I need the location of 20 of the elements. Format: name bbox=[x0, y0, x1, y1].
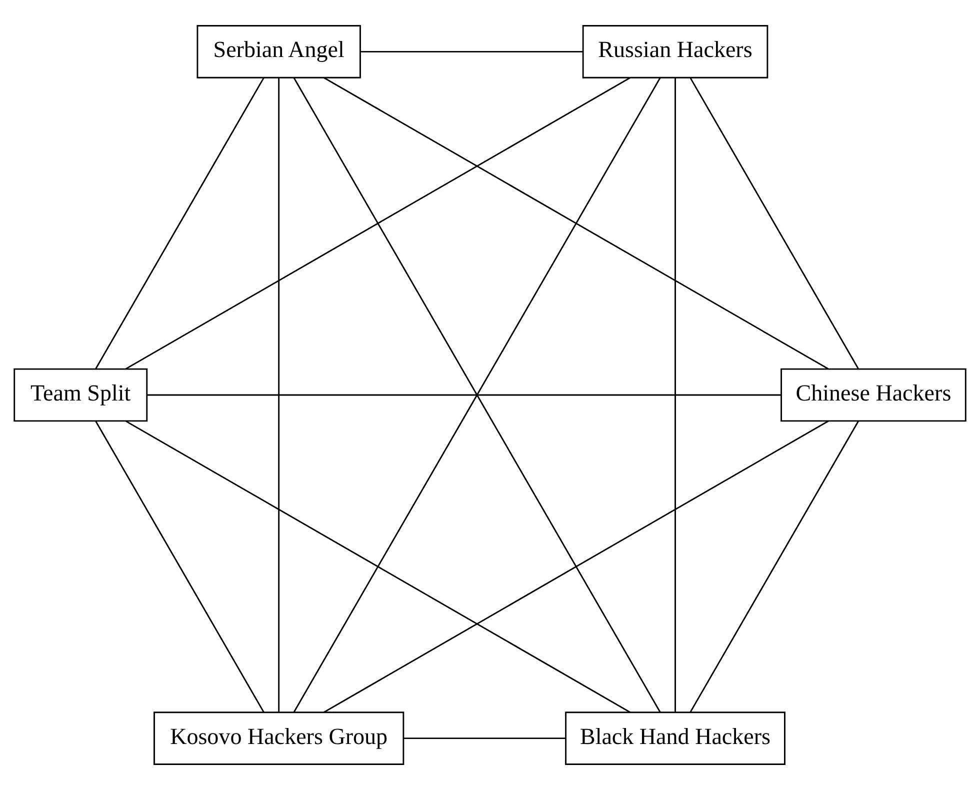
connector bbox=[125, 420, 630, 713]
connector bbox=[690, 420, 860, 712]
connector bbox=[125, 77, 630, 370]
connector bbox=[147, 394, 781, 396]
node-box: Chinese Hackers bbox=[780, 368, 966, 422]
node-box: Black Hand Hackers bbox=[565, 712, 786, 765]
connector bbox=[324, 77, 829, 370]
connector bbox=[293, 77, 661, 713]
node-box: Serbian Angel bbox=[196, 25, 361, 78]
connector bbox=[360, 50, 583, 52]
connector bbox=[95, 77, 264, 369]
connector bbox=[95, 421, 264, 713]
connector bbox=[324, 420, 829, 713]
node-box: Kosovo Hackers Group bbox=[154, 712, 404, 765]
node-box: Team Split bbox=[14, 368, 148, 422]
connector bbox=[404, 738, 566, 740]
connector bbox=[690, 77, 859, 369]
connector bbox=[674, 78, 676, 712]
connector bbox=[278, 78, 280, 712]
node-box: Russian Hackers bbox=[582, 25, 768, 78]
